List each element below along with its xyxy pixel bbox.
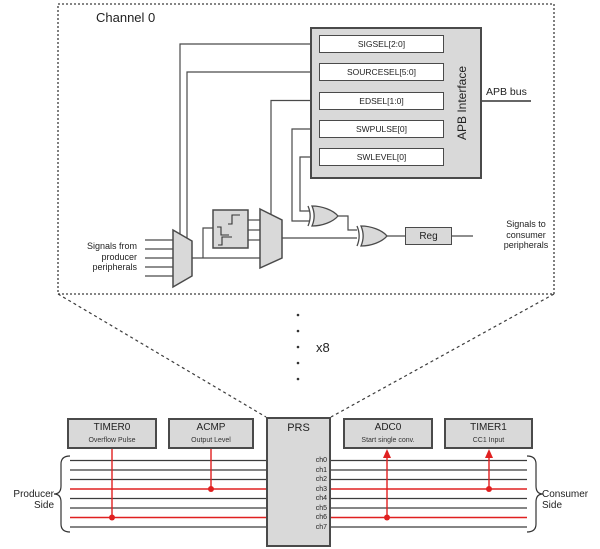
timer1-tap-dot (486, 486, 492, 492)
signals-to-label: Signals to consumer peripherals (503, 219, 549, 250)
timer0-signal: Overflow Pulse (88, 437, 136, 444)
acmp-tap-dot (208, 486, 214, 492)
channel-label-ch1: ch1 (315, 466, 327, 474)
channel-lines-consumer (331, 459, 527, 528)
channel-label-ch6: ch6 (315, 514, 327, 521)
prs-box (266, 417, 331, 547)
edge-select-mux (259, 207, 283, 270)
timer0-tap-dot (109, 514, 115, 521)
signals-from-label: Signals from producer peripherals (86, 241, 137, 272)
prs-label: PRS (287, 422, 310, 434)
timer0-connection (109, 449, 115, 521)
adc0-connection (383, 449, 391, 521)
timer1-title: TIMER1 (470, 422, 507, 433)
edsel-wire (270, 99, 319, 214)
funnel-left-line (57, 293, 267, 418)
reg-box: Reg (405, 227, 452, 245)
timer1-connection (485, 449, 493, 492)
timer1-box: TIMER1 CC1 Input (444, 418, 533, 449)
signal-wires (192, 215, 473, 259)
gate1-out-wire (338, 215, 357, 231)
channel-label-ch0: ch0 (315, 457, 327, 464)
producer-brace (53, 455, 71, 533)
channel-label-ch7: ch7 (315, 523, 327, 531)
adc0-signal: Start single conv. (361, 437, 415, 444)
timer0-title: TIMER0 (93, 422, 131, 433)
channel-label-ch2: ch2 (315, 476, 327, 483)
channel-label-ch3: ch3 (315, 485, 327, 493)
register-sourcesel: SOURCESEL[5:0] (319, 63, 444, 81)
register-wires (179, 43, 319, 238)
repeat-ellipsis-dots (296, 313, 300, 381)
input-mux (172, 228, 193, 289)
sigsel-wire (179, 43, 319, 234)
edge-detector-box (212, 209, 249, 249)
timer0-box: TIMER0 Overflow Pulse (67, 418, 157, 449)
register-edsel: EDSEL[1:0] (319, 91, 444, 110)
apb-bus-label: APB bus (486, 86, 527, 98)
mux1-to-edge-wire (202, 227, 213, 258)
adc0-box: ADC0 Start single conv. (343, 418, 433, 449)
reg-box-label: Reg (419, 230, 438, 242)
channel0-title: Channel 0 (96, 10, 156, 25)
swpulse-wire (291, 128, 319, 222)
register-swlevel: SWLEVEL[0] (319, 148, 444, 166)
adc0-tap-dot (384, 514, 390, 521)
adc0-title: ADC0 (374, 422, 402, 433)
producer-input-lines (145, 239, 173, 277)
consumer-brace (526, 455, 544, 533)
acmp-title: ACMP (196, 422, 226, 433)
register-sigsel: SIGSEL[2:0] (319, 35, 444, 53)
channel-multiplier-label: x8 (316, 340, 330, 355)
xor-gate-2 (356, 225, 388, 247)
edge-detector-glyphs (217, 214, 240, 246)
swlevel-wire (299, 156, 319, 212)
sourcesel-wire (186, 71, 319, 238)
rising-edge-icon (228, 214, 240, 225)
both-edges-icon (218, 236, 232, 246)
channel-label-ch5: ch5 (315, 504, 327, 512)
timer1-signal: CC1 Input (472, 437, 505, 444)
consumer-side-label: Consumer Side (542, 489, 589, 511)
acmp-connection (208, 449, 214, 492)
acmp-signal: Output Level (191, 437, 231, 444)
adc0-arrow-icon (383, 449, 391, 458)
acmp-box: ACMP Output Level (168, 418, 254, 449)
channel-lines-producer (70, 459, 266, 528)
channel-label-ch4: ch4 (315, 495, 327, 502)
xor-gate-1 (307, 205, 339, 227)
timer1-arrow-icon (485, 449, 493, 458)
channel0-dashed-box (57, 3, 555, 295)
falling-edge-icon (217, 226, 229, 236)
producer-side-label: Producer Side (13, 489, 54, 511)
apb-interface-label: APB Interface (455, 65, 469, 141)
funnel-right-line (330, 293, 555, 418)
register-swpulse: SWPULSE[0] (319, 120, 444, 138)
